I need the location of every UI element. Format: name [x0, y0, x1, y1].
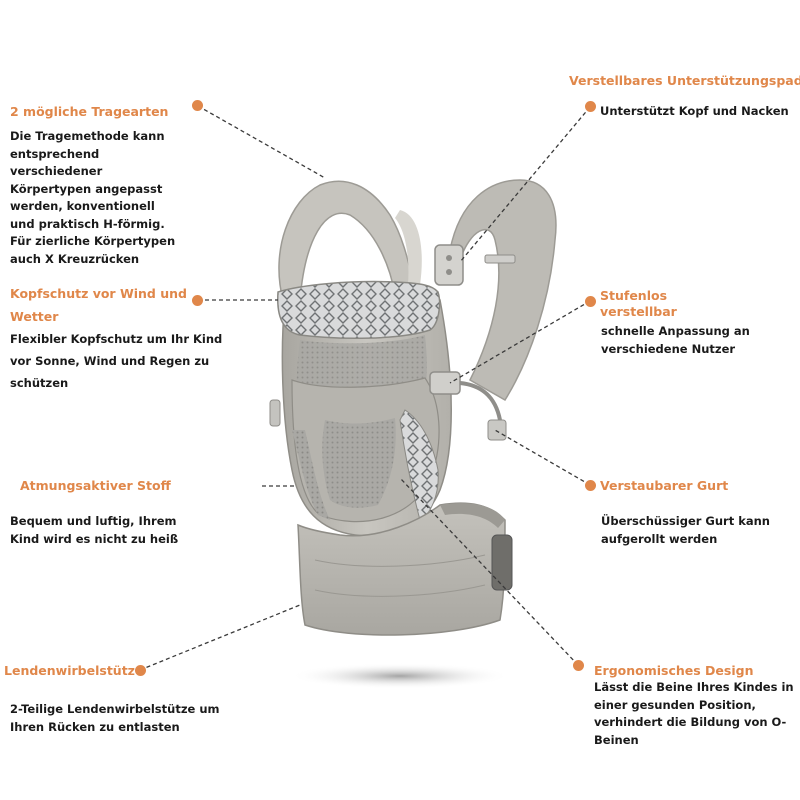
feature-desc-pad: Unterstützt Kopf und Nacken — [600, 104, 789, 118]
feature-title-tragearten: 2 mögliche Tragearten — [10, 104, 169, 119]
right-shoulder-strap — [449, 179, 557, 402]
leader-lines — [139, 105, 591, 671]
marker-lenden — [135, 665, 146, 676]
feature-desc-stoff: Bequem und luftig, Ihrem Kind wird es ni… — [10, 514, 179, 546]
strap-end-clip — [487, 419, 507, 441]
feature-desc-gurt: Überschüssiger Gurt kann aufgerollt werd… — [601, 514, 770, 546]
feature-title-stufenlos-1: Stufenlos — [600, 288, 668, 303]
feature-title-kopfschutz-1: Kopfschutz vor Wind und — [10, 286, 187, 301]
marker-gurt — [585, 480, 596, 491]
shoulder-buckle — [434, 244, 464, 286]
marker-pad — [585, 101, 596, 112]
feature-title-ergo: Ergonomisches Design — [594, 663, 754, 678]
side-mesh — [292, 430, 330, 520]
feature-title-lenden: Lendenwirbelstütze — [4, 663, 144, 678]
feature-desc-ergo: Lässt die Beine Ihres Kindes in einer ge… — [594, 680, 794, 747]
marker-tragearten — [192, 100, 203, 111]
feature-desc-kopfschutz: Flexibler Kopfschutz um Ihr Kind vor Son… — [10, 332, 223, 390]
feature-desc-lenden: 2-Teilige Lendenwirbelstütze um Ihren Rü… — [10, 702, 220, 734]
floor-shadow — [290, 663, 510, 689]
feature-title-kopfschutz-2: Wetter — [10, 309, 59, 324]
leg-panel — [399, 409, 439, 521]
side-clip — [429, 371, 461, 395]
strap-buckle — [484, 254, 516, 264]
feature-desc-tragearten: Die Tragemethode kann entsprechend versc… — [10, 129, 176, 266]
belt-buckle — [491, 534, 513, 591]
head-support-pad — [277, 280, 441, 340]
feature-title-stufenlos-2: verstellbar — [600, 304, 677, 319]
marker-stufenlos — [585, 296, 596, 307]
feature-title-stoff: Atmungsaktiver Stoff — [20, 478, 171, 493]
feature-title-gurt: Verstaubarer Gurt — [600, 478, 729, 493]
feature-title-pad: Verstellbares Unterstützungspad — [569, 73, 800, 88]
marker-ergo — [573, 660, 584, 671]
marker-kopfschutz — [192, 295, 203, 306]
feature-desc-stufenlos: schnelle Anpassung an verschiedene Nutze… — [601, 324, 750, 356]
